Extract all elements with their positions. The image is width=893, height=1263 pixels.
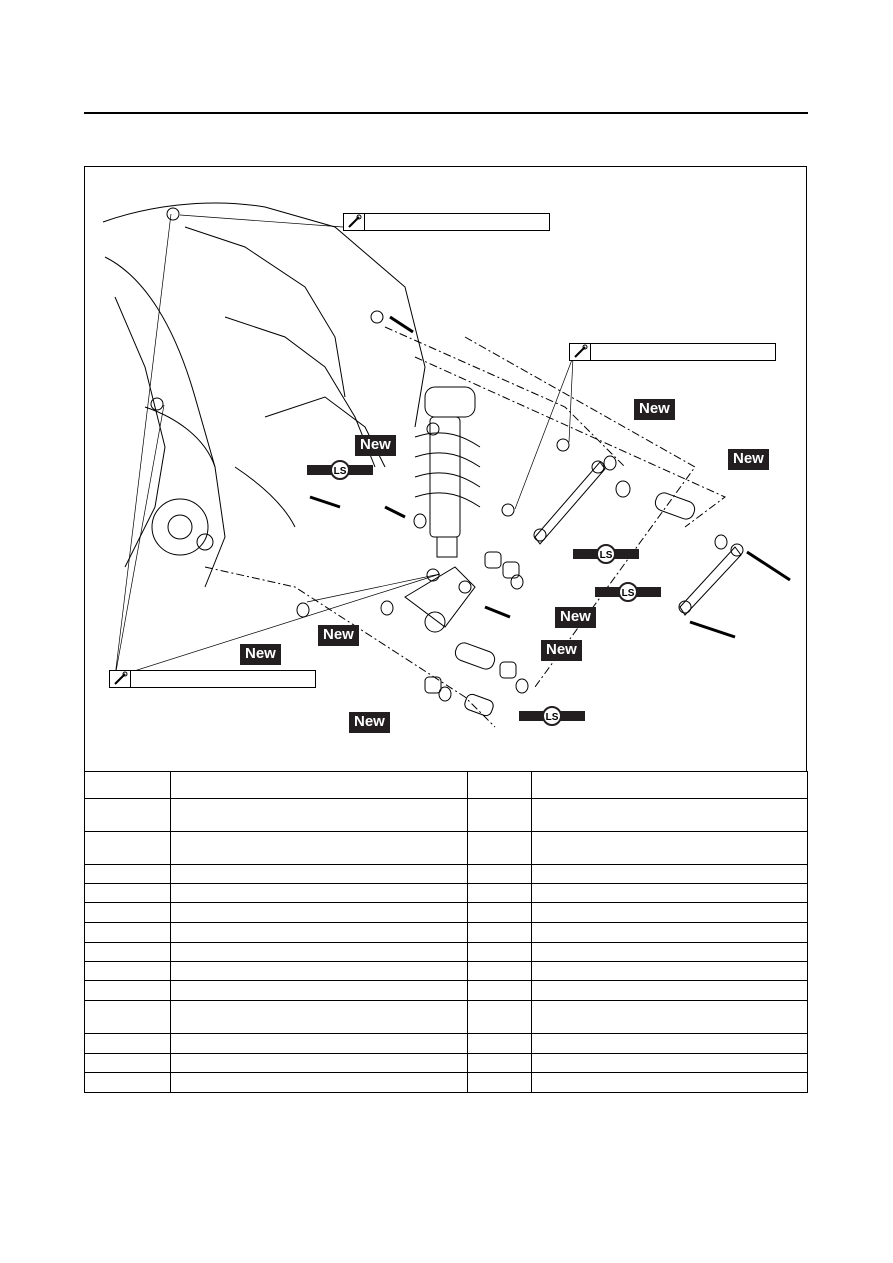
new-part-label: New	[541, 640, 582, 661]
new-part-label: New	[318, 625, 359, 646]
torque-spec-box	[569, 343, 776, 361]
new-part-label: New	[728, 449, 769, 470]
table-row	[84, 902, 808, 923]
table-row	[84, 798, 808, 832]
connecting-rod-lower	[679, 546, 742, 616]
table-row	[84, 942, 808, 962]
table-row	[84, 864, 808, 884]
table-row	[84, 831, 808, 865]
table-row	[84, 771, 808, 799]
header-rule	[84, 112, 808, 114]
torque-spec-box	[343, 213, 550, 231]
table-row	[84, 961, 808, 981]
engine-outline	[104, 256, 226, 588]
table-row	[84, 1000, 808, 1034]
table-row	[84, 1053, 808, 1073]
connecting-rod-upper	[534, 461, 606, 545]
torque-spec-box	[109, 670, 316, 688]
frame-outline	[102, 202, 426, 428]
torque-wrench-icon	[110, 671, 131, 687]
table-row	[84, 1033, 808, 1054]
table-row	[84, 883, 808, 903]
table-row	[84, 980, 808, 1001]
torque-wrench-icon	[570, 344, 591, 360]
new-part-label: New	[555, 607, 596, 628]
new-part-label: New	[634, 399, 675, 420]
exploded-view-figure: New New New New New New New New LS LS LS…	[84, 166, 807, 771]
new-part-label: New	[355, 435, 396, 456]
new-part-label: New	[240, 644, 281, 665]
rear-suspension-illustration	[102, 202, 791, 728]
table-row	[84, 922, 808, 943]
parts-table	[84, 771, 808, 1093]
torque-wrench-icon	[344, 214, 365, 230]
table-row	[84, 1072, 808, 1093]
new-part-label: New	[349, 712, 390, 733]
